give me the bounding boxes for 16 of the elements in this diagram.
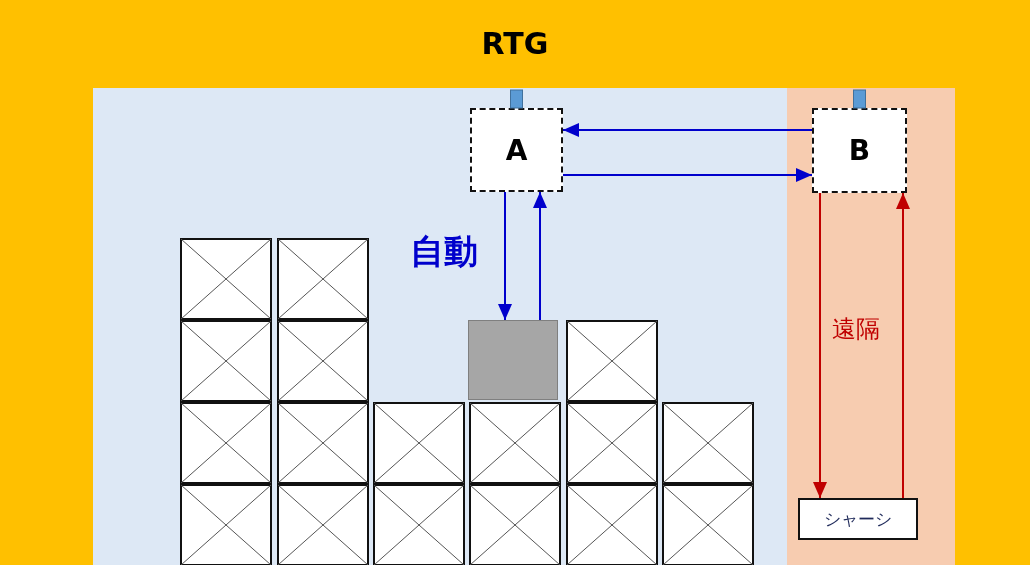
arrow (533, 191, 547, 321)
node-label: シャーシ (824, 507, 892, 531)
chassis-box (798, 498, 918, 540)
arrow (813, 192, 827, 499)
spreader-box (470, 108, 563, 192)
arrow (498, 191, 512, 321)
node-label: A (505, 133, 528, 167)
container-box (468, 320, 558, 400)
area-background (787, 88, 955, 565)
spreader-box (812, 108, 907, 193)
arrow (562, 123, 813, 137)
node-label: B (848, 134, 871, 167)
arrow (562, 168, 813, 182)
edge-label: 遠隔 (830, 316, 882, 344)
frame-title: RTG (481, 26, 549, 61)
arrow (896, 192, 910, 499)
